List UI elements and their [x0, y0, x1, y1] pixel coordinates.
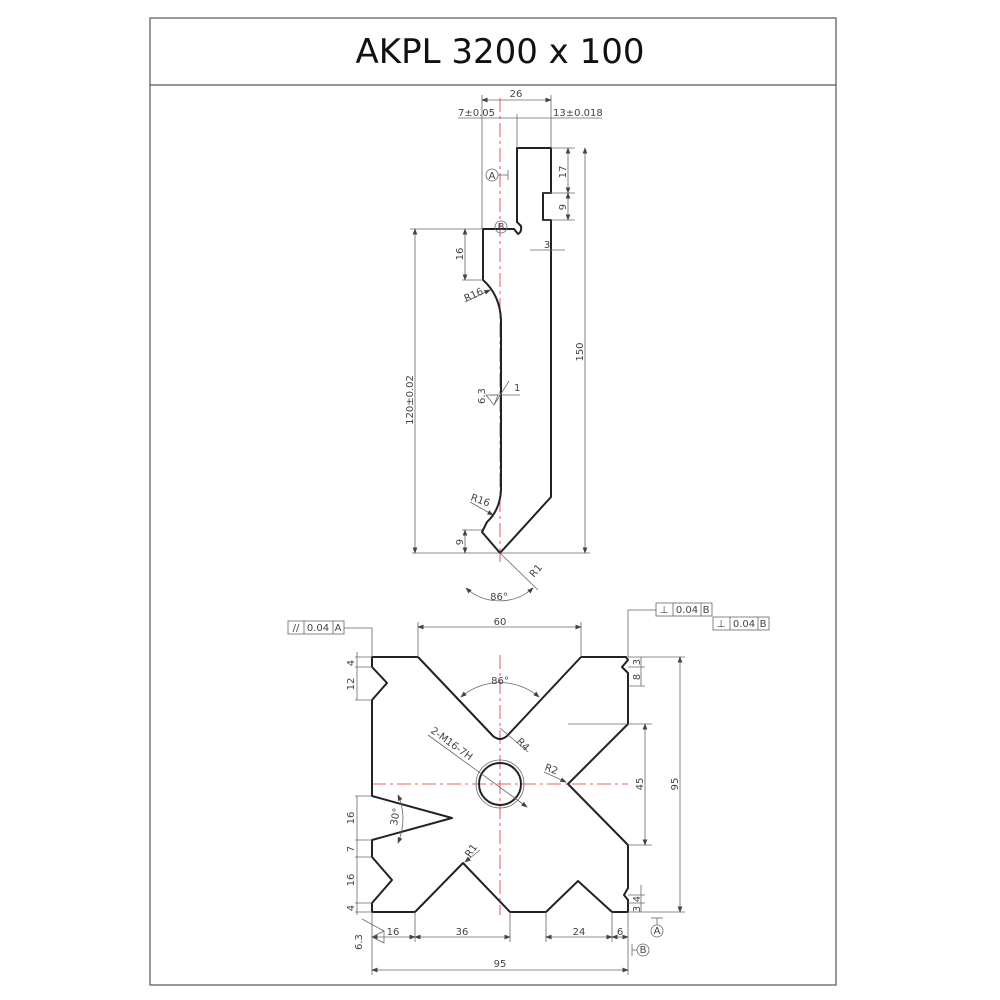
label-offset-1: 1	[514, 383, 520, 394]
punch-view: 26 7±0.05 13±0.018 17 9 3 150 120±0.02 1…	[405, 89, 603, 603]
dim-9-bottom: 9	[455, 539, 466, 545]
dimension-line	[397, 794, 404, 844]
tolerance-frame-parallel: // 0.04 A	[287, 620, 373, 657]
dim-95-vertical: 95	[670, 778, 681, 791]
dim-16: 16	[455, 248, 466, 261]
dim-150: 150	[575, 342, 586, 361]
dim-60: 60	[494, 617, 507, 628]
label-r1: R1	[463, 843, 480, 860]
drawing-frame	[149, 17, 837, 986]
datum-b-label: B	[640, 945, 647, 956]
dimension-line	[712, 616, 770, 631]
datum-a-label: A	[489, 171, 496, 182]
punch-outline	[481, 147, 552, 554]
dim-45: 45	[635, 778, 646, 791]
dim-width: 26	[510, 89, 523, 100]
dim-left-4-top: 4	[346, 660, 357, 666]
dimension-line	[460, 682, 540, 698]
dimension-line	[469, 501, 494, 516]
dim-3: 3	[544, 240, 550, 251]
label-angle-30: 30°	[389, 807, 403, 826]
dim-bottom-95: 95	[494, 959, 507, 970]
label-r1: R1	[528, 563, 545, 580]
dimension-line	[464, 289, 491, 303]
dimension-line	[655, 602, 713, 617]
dimension-line	[344, 627, 373, 657]
dim-right-3-bottom: 3	[632, 906, 643, 912]
dimension-label: 0.04	[733, 619, 755, 630]
dim-right-8: 8	[632, 674, 643, 680]
dimension-line	[475, 759, 525, 809]
die-outline	[371, 656, 629, 913]
dim-120: 120±0.02	[405, 375, 416, 425]
tolerance-frame-perpendicular-1: ⊥ 0.04 B	[627, 602, 713, 657]
dimension-label: B	[760, 619, 767, 630]
datum-a-label: A	[654, 926, 661, 937]
dimension-label: B	[703, 605, 710, 616]
dimension-line	[287, 620, 345, 635]
dimension-line	[627, 609, 656, 657]
drawing-title: AKPL 3200 x 100	[356, 32, 645, 72]
label-roughness: 6.3	[477, 388, 488, 404]
label-angle-86: 86°	[490, 592, 508, 603]
dim-left-12: 12	[346, 678, 357, 691]
dimension-label: ⊥	[660, 605, 669, 616]
label-roughness: 6.3	[354, 934, 365, 950]
dimension-line	[361, 918, 385, 944]
die-view: 2-M16-7H 60 86° R4 R2 R1 30° 45 95 3 8 4…	[287, 602, 770, 975]
dimension-line	[465, 587, 534, 602]
tolerance-frame-perpendicular-2: ⊥ 0.04 B	[712, 616, 770, 631]
dimension-line	[427, 734, 528, 808]
label-r2: R2	[543, 762, 559, 777]
label-r4: R4	[514, 736, 531, 753]
dimension-label: ⊥	[717, 619, 726, 630]
label-angle-86: 86°	[491, 676, 509, 687]
datum-b-label: B	[498, 222, 505, 233]
threaded-hole	[478, 762, 522, 806]
dim-left-16-a: 16	[346, 812, 357, 825]
label-thread: 2-M16-7H	[428, 726, 474, 764]
dim-bottom-6: 6	[617, 927, 623, 938]
dim-left-16-b: 16	[346, 874, 357, 887]
datum-b-symbol	[494, 220, 508, 234]
dimension-label: 0.04	[676, 605, 698, 616]
dimension-line	[464, 849, 481, 863]
label-r16-top: R16	[463, 286, 485, 304]
dim-17: 17	[558, 166, 569, 179]
dim-left-4-bottom: 4	[346, 905, 357, 911]
dim-right-3: 3	[632, 659, 643, 665]
dimension-line	[499, 727, 529, 753]
dimension-line	[543, 771, 567, 783]
dimension-line	[499, 552, 539, 591]
dim-bottom-16: 16	[387, 927, 400, 938]
dimension-line	[485, 380, 510, 406]
dimension-label: A	[335, 623, 342, 634]
dim-left-7: 7	[346, 846, 357, 852]
dim-bottom-24: 24	[573, 927, 586, 938]
dim-tol-right: 13±0.018	[553, 108, 603, 119]
dim-9-top: 9	[558, 204, 569, 210]
dim-right-4: 4	[632, 896, 643, 902]
dimension-label: 0.04	[307, 623, 329, 634]
dimension-label: //	[293, 623, 300, 634]
dim-bottom-36: 36	[456, 927, 469, 938]
dim-tol-left: 7±0.05	[458, 108, 495, 119]
label-r16-bottom: R16	[469, 492, 491, 509]
